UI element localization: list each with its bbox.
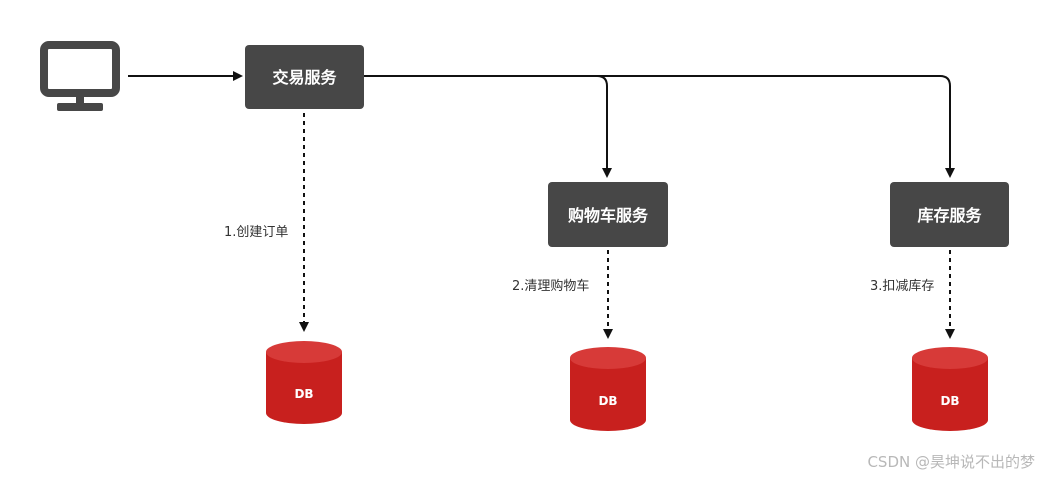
trade-to-inventory-arrow [597,75,955,178]
trade-db-label: DB [294,387,313,401]
step-create-order-label: 1.创建订单 [224,225,288,240]
cart-db-cylinder: DB [570,347,646,431]
inventory-service-box: 库存服务 [890,182,1009,247]
trade-service-label: 交易服务 [272,68,337,87]
trade-service-box: 交易服务 [245,45,364,109]
watermark: CSDN @昊坤说不出的梦 [867,453,1035,471]
step-clear-cart-label: 2.清理购物车 [512,278,589,294]
inventory-db-label: DB [940,394,959,408]
monitor-icon [40,41,120,111]
inventory-db-cylinder: DB [912,347,988,431]
trade-to-cart-arrow [364,75,612,178]
cart-service-box: 购物车服务 [548,182,668,247]
cart-service-label: 购物车服务 [568,206,649,225]
trade-db-cylinder: DB [266,341,342,424]
inventory-service-label: 库存服务 [917,206,982,225]
step-deduct-stock-label: 3.扣减库存 [870,278,934,294]
cart-db-label: DB [598,394,617,408]
